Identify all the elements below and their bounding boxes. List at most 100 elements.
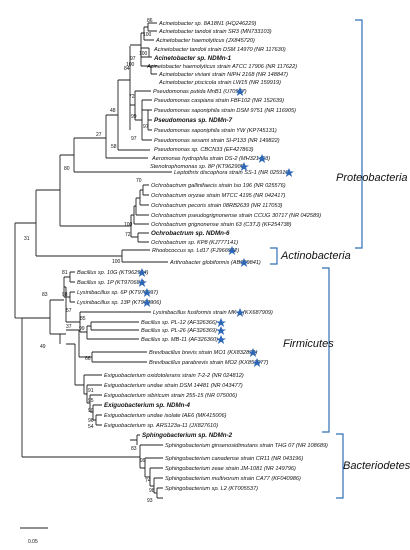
star-icon — [252, 358, 262, 367]
taxon-label: Exiguobacterium undae isolate IAE6 (MK41… — [104, 413, 227, 419]
taxon-label: Ochrobactrum oryzae strain MTCC 4195 (NR… — [151, 193, 285, 199]
bootstrap-value: 83 — [131, 446, 137, 452]
bootstrap-value: 70 — [136, 178, 142, 184]
taxon-label: Acinetobacter tandoii strain SR3 (MN7331… — [158, 29, 272, 35]
scale-bar: 0.05 — [20, 527, 48, 545]
bootstrap-value: 85 — [80, 316, 86, 322]
bootstrap-value: 100 — [143, 32, 152, 38]
taxon-label: Bacillus sp. MB-11 (AF326360) — [141, 337, 218, 343]
taxon-label: Acinetobacter sp. 8A18N1 (HQ246229) — [158, 21, 256, 27]
taxon-label: Pseudomonas caspiana strain FBF102 (NR 1… — [154, 98, 284, 104]
bracket-firmicutes — [322, 267, 330, 433]
group-label-actinobacteria: Actinobacteria — [280, 250, 351, 262]
bootstrap-value: 98 — [149, 488, 155, 494]
taxon-label: Acinetobacter viviani strain NIPH 2168 (… — [158, 72, 288, 78]
taxon-label-bold: Pseudomonas sp. NDMn-7 — [154, 117, 233, 124]
branch-sphingo-ndmn2 — [130, 434, 140, 445]
taxon-label: Ochrobactrum pecoris strain 08RB2639 (NR… — [151, 203, 283, 209]
group-brackets — [270, 19, 363, 499]
taxon-label: Pseudomonas saponiphila strain YW (KP745… — [154, 128, 277, 134]
bootstrap-value: 96 — [88, 418, 94, 424]
bootstrap-value: 72 — [125, 232, 131, 238]
bootstrap-value: 27 — [96, 132, 102, 138]
bootstrap-values: 86 100 100 84 48 72 99 97 97 27 58 80 70… — [24, 18, 155, 504]
bootstrap-value: 100 — [124, 222, 133, 228]
group-label-firmicutes: Firmicutes — [283, 338, 334, 350]
bootstrap-value: 84 — [124, 66, 130, 72]
star-icon — [284, 168, 294, 177]
taxon-label: Aeromonas hydrophila strain DS-2 (MH3214… — [151, 156, 270, 162]
bootstrap-value: 81 — [62, 270, 68, 276]
bootstrap-value: 100 — [126, 62, 135, 68]
bootstrap-value: 58 — [111, 144, 117, 150]
taxon-label: Sphingobacterium sp. L2 (KT005537) — [165, 486, 258, 492]
bootstrap-value: 57 — [66, 308, 72, 314]
bootstrap-value: 98 — [62, 292, 68, 298]
bootstrap-value: 99 — [131, 114, 137, 120]
group-label-proteobacteria: Proteobacteria — [336, 172, 408, 184]
star-icon — [216, 318, 226, 327]
taxon-label: Acinetobacter tandoii strain DSM 14970 (… — [153, 47, 286, 53]
star-icon — [216, 326, 226, 335]
bootstrap-value: 83 — [42, 292, 48, 298]
taxon-label: Pseudomonas sp. CBCN33 (EF427863) — [154, 147, 254, 153]
star-icon — [239, 162, 249, 171]
taxon-label: Bacillus sp. PL-26 (AF326369) — [141, 328, 217, 334]
bootstrap-value: 93 — [147, 498, 153, 504]
bootstrap-value: 49 — [40, 344, 46, 350]
taxon-label: Ochrobactrum gallinifaecis strain Iso 19… — [151, 183, 286, 189]
taxon-label: Arthrobacter globiformis (AB089841) — [169, 260, 261, 266]
taxon-label: Exiguobacterium sibiricum strain 255-15 … — [104, 393, 237, 399]
taxon-label: Ochrobactrum pseudogrignonense strain CC… — [151, 213, 321, 219]
taxon-label: Pseudomonas sesami strain SI-P133 (NR 14… — [154, 138, 280, 144]
taxon-label: Pseudomonas putida MnB1 (U70977) — [153, 89, 247, 95]
taxon-label: Stenotrophomonas sp. 8P (KT962905) — [150, 164, 246, 170]
taxon-label: Brevibacillus brevis strain MO1 (KX83289… — [149, 350, 257, 356]
taxon-label: Sphingobacterium zeae strain JM-1081 (NR… — [165, 466, 296, 472]
bootstrap-value: 86 — [147, 18, 153, 24]
taxon-label: Acinetobacter piscicola strain LW15 (NR … — [158, 80, 281, 86]
taxon-label: Ochrobactrum grignonense strain 63 (C3TJ… — [151, 222, 292, 228]
taxon-label: Brevibacillus parabrevis strain MO2 (KX8… — [149, 360, 269, 366]
taxon-label-bold: Sphingobacterium sp. NDMn-2 — [142, 432, 233, 439]
taxon-label: Exiguobacterium oxidotolerans strain T-2… — [104, 373, 244, 379]
bootstrap-value: 80 — [64, 166, 70, 172]
scale-label: 0.05 — [28, 539, 38, 545]
star-icon — [257, 154, 267, 163]
star-icon — [227, 246, 237, 255]
taxon-label: Exiguobacterium undae strain DSM 14481 (… — [104, 383, 243, 389]
taxon-label: Rhodococcus sp. Ld17 (FJ966942) — [152, 248, 239, 254]
taxon-label: Sphingobacterium canadense strain CR11 (… — [165, 456, 303, 462]
bracket-actinobacteria — [270, 247, 278, 265]
bootstrap-value: 91 — [88, 388, 94, 394]
star-icon — [137, 278, 147, 287]
star-markers — [137, 87, 294, 367]
taxon-labels: Acinetobacter sp. 8A18N1 (HQ246229) Acin… — [77, 21, 328, 492]
taxon-label: Sphingobacterium multivorum strain CA77 … — [165, 476, 301, 482]
bracket-proteobacteria — [355, 19, 363, 249]
bootstrap-value: 99 — [140, 458, 146, 464]
bootstrap-value: 48 — [110, 108, 116, 114]
taxon-label-bold: Acinetobacter sp. NDMn-1 — [153, 55, 232, 62]
bootstrap-value: 100 — [112, 259, 121, 265]
taxon-label: Acinetobacter haemolyticus (JX845720) — [155, 38, 255, 44]
tree-branches — [14, 22, 172, 499]
bootstrap-value: 72 — [129, 94, 135, 100]
taxon-label: Lysinibacillus fusiformis strain MK-1 (K… — [153, 310, 273, 316]
star-icon — [235, 308, 245, 317]
star-icon — [142, 298, 152, 307]
star-icon — [235, 87, 245, 96]
bootstrap-value: 31 — [24, 236, 30, 242]
taxon-label: Lysinibacillus sp. 13P (KT962906) — [77, 300, 161, 306]
bootstrap-value: 97 — [143, 124, 149, 130]
bootstrap-value: 99 — [79, 326, 85, 332]
taxon-label: Sphingobacterium ginsenosidimutans strai… — [165, 443, 328, 449]
taxon-label: Ochrobactrum sp. KP8 (KJ777141) — [151, 240, 238, 246]
star-icon — [216, 335, 226, 344]
taxon-label: Bacillus sp. 10G (KT962904) — [77, 270, 149, 276]
star-icon — [239, 258, 249, 267]
star-icon — [248, 348, 258, 357]
bootstrap-value: 100 — [139, 51, 148, 57]
